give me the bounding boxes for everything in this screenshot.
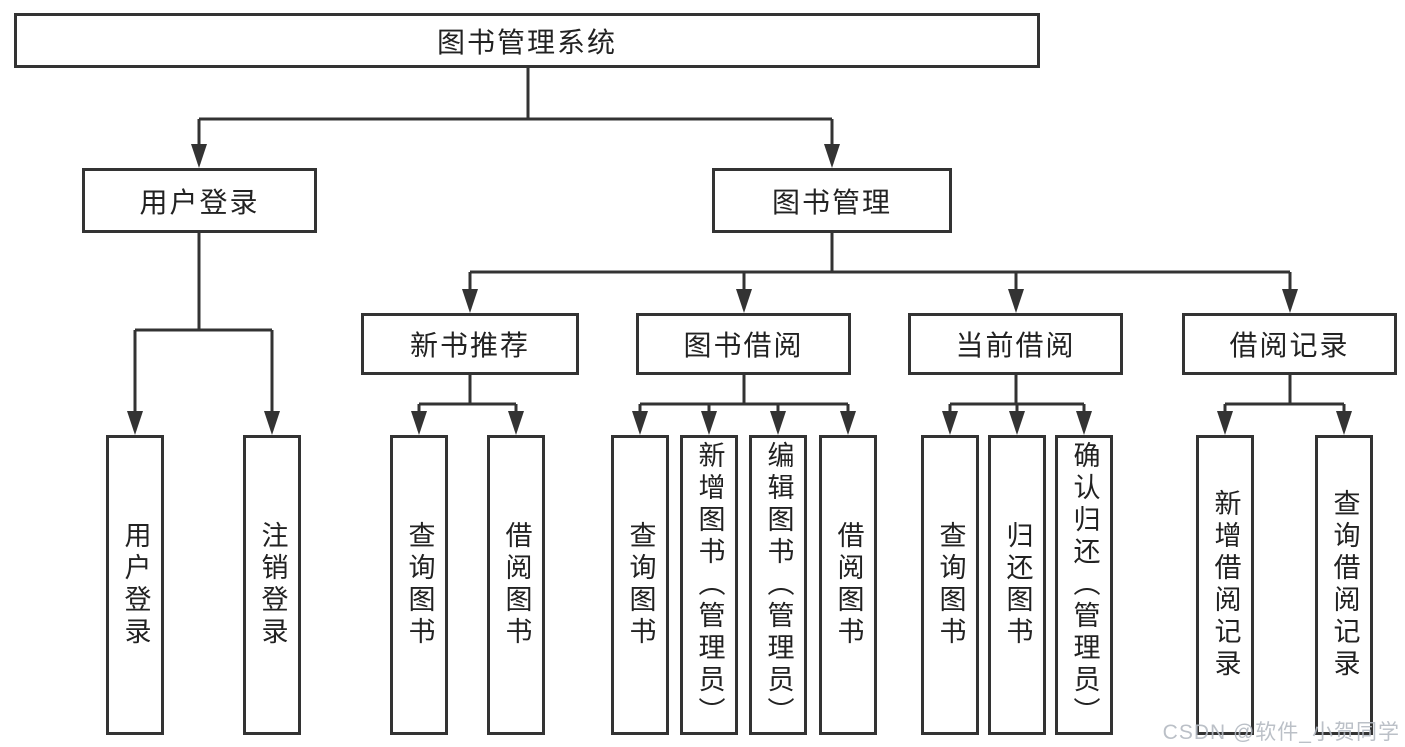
node-borrow-record: 借阅记录 [1182,313,1397,375]
node-label: 编辑图书（管理员） [763,441,794,729]
node-label: 查询图书 [935,521,966,649]
arrowhead-icon [508,411,524,435]
node-leaf-edit-book-admin: 编辑图书（管理员） [749,435,807,735]
arrowhead-icon [701,411,717,435]
node-label: 确认归还（管理员） [1069,441,1100,729]
node-label: 图书管理 [771,186,892,218]
node-book-management: 图书管理 [712,168,952,233]
node-label: 当前借阅 [955,330,1076,361]
node-label: 借阅图书 [501,521,532,649]
node-current-borrow: 当前借阅 [908,313,1123,375]
node-leaf-confirm-return: 确认归还（管理员） [1055,435,1113,735]
arrowhead-icon [770,411,786,435]
node-label: 借阅记录 [1229,330,1350,361]
node-leaf-borrow-book-2: 借阅图书 [819,435,877,735]
arrowhead-icon [824,144,840,168]
arrowhead-icon [840,411,856,435]
node-label: 查询图书 [404,521,435,649]
node-leaf-logout: 注销登录 [243,435,301,735]
node-leaf-user-login: 用户登录 [106,435,164,735]
node-label: 新书推荐 [409,330,530,361]
arrowhead-icon [1336,411,1352,435]
arrowhead-icon [191,144,207,168]
arrowhead-icon [1217,411,1233,435]
node-leaf-borrow-book-1: 借阅图书 [487,435,545,735]
arrowhead-icon [411,411,427,435]
node-label: 用户登录 [139,186,260,218]
node-book-borrow: 图书借阅 [636,313,851,375]
node-leaf-query-book-2: 查询图书 [611,435,669,735]
node-label: 归还图书 [1002,521,1033,649]
node-leaf-query-book-1: 查询图书 [390,435,448,735]
arrowhead-icon [1009,411,1025,435]
node-label: 借阅图书 [833,521,864,649]
node-user-login: 用户登录 [82,168,317,233]
node-label: 查询图书 [625,521,656,649]
arrowhead-icon [942,411,958,435]
node-label: 查询借阅记录 [1329,489,1360,681]
node-leaf-return-book: 归还图书 [988,435,1046,735]
node-label: 图书管理系统 [436,26,617,58]
arrowhead-icon [127,411,143,435]
arrowhead-icon [632,411,648,435]
arrowhead-icon [1008,289,1024,313]
node-leaf-add-record: 新增借阅记录 [1196,435,1254,735]
arrowhead-icon [736,289,752,313]
arrowhead-icon [264,411,280,435]
node-new-book-recommend: 新书推荐 [361,313,579,375]
arrowhead-icon [462,289,478,313]
node-leaf-add-book-admin: 新增图书（管理员） [680,435,738,735]
node-label: 图书借阅 [683,330,804,361]
node-label: 用户登录 [120,521,151,649]
arrowhead-icon [1076,411,1092,435]
node-label: 注销登录 [257,521,288,649]
node-label: 新增图书（管理员） [694,441,725,729]
node-system-root: 图书管理系统 [14,13,1040,68]
arrowhead-icon [1282,289,1298,313]
node-leaf-query-record: 查询借阅记录 [1315,435,1373,735]
node-leaf-query-book-3: 查询图书 [921,435,979,735]
node-label: 新增借阅记录 [1210,489,1241,681]
watermark-text: CSDN @软件_小贺同学 [1162,721,1400,744]
